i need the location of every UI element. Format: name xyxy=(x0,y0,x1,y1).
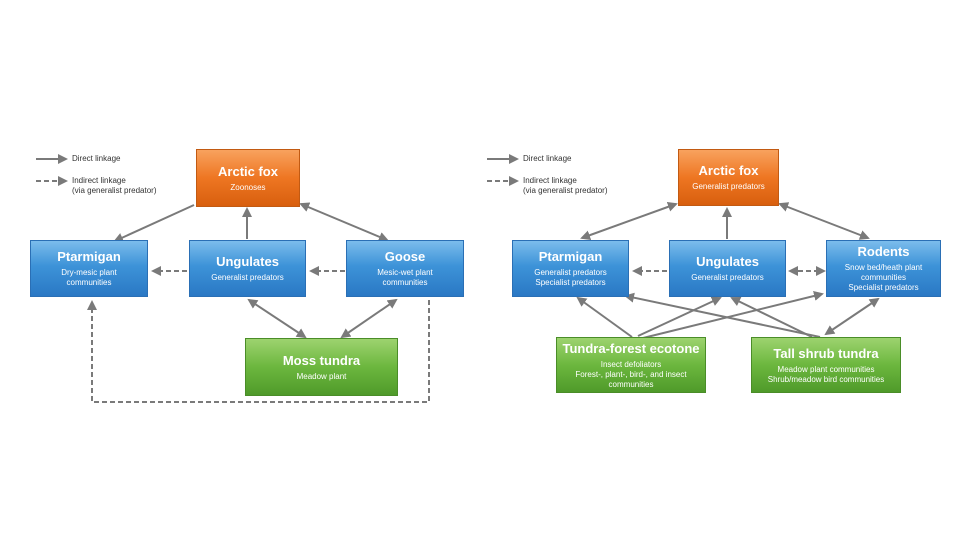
arrow-fox-ptarmigan xyxy=(580,202,678,240)
arrow-shrub-rodents xyxy=(824,297,880,336)
node-subtitle: Dry-mesic plant xyxy=(61,268,117,277)
node-subtitle: Meadow plant xyxy=(296,371,347,381)
arrow-ecotone-to-ptarmigan xyxy=(576,296,633,338)
arrow-goose-moss xyxy=(340,298,398,339)
node-title: Moss tundra xyxy=(282,352,361,368)
legend-direct-label-left: Direct linkage xyxy=(72,154,121,163)
arrow-shrub-to-ungulates xyxy=(730,297,813,338)
node-title: Ptarmigan xyxy=(538,249,603,264)
arrow-fox-rodents xyxy=(778,202,870,240)
node-title: Arctic fox xyxy=(698,163,759,178)
node-tundra-forest-ecotone-right: Tundra-forest ecotone Insect defoliators… xyxy=(556,337,706,393)
node-subtitle: communities xyxy=(382,278,428,287)
node-title: Tundra-forest ecotone xyxy=(562,340,700,356)
node-subtitle: Generalist predators xyxy=(211,273,284,282)
node-title: Ptarmigan xyxy=(57,249,121,264)
node-subtitle: Meadow plant communities xyxy=(777,364,875,374)
node-title: Goose xyxy=(384,249,426,264)
legend-indirect-line2: (via generalist predator) xyxy=(72,186,157,195)
node-subtitle: Snow bed/heath plant xyxy=(844,263,923,272)
node-subtitle: Forest-, plant-, bird-, and insect xyxy=(575,369,687,379)
node-tall-shrub-tundra-right: Tall shrub tundra Meadow plant communiti… xyxy=(751,337,901,393)
node-title: Ungulates xyxy=(696,254,759,269)
node-subtitle: communities xyxy=(608,379,654,389)
node-ungulates-left: Ungulates Generalist predators xyxy=(189,240,306,297)
node-subtitle: Specialist predators xyxy=(848,283,919,292)
legend-direct-label-right: Direct linkage xyxy=(523,154,572,163)
node-subtitle: Insect defoliators xyxy=(600,359,662,369)
legend-indirect-line1: Indirect linkage xyxy=(523,176,577,185)
arrow-fox-to-ptarmigan xyxy=(113,204,195,243)
node-subtitle: Mesic-wet plant xyxy=(377,268,433,277)
arrow-ecotone-to-ungulates xyxy=(637,296,722,337)
node-ptarmigan-right: Ptarmigan Generalist predators Specialis… xyxy=(512,240,629,297)
node-subtitle: Generalist predators xyxy=(691,273,764,282)
legend-indirect-label-right: Indirect linkage (via generalist predato… xyxy=(523,176,607,196)
node-subtitle: communities xyxy=(66,278,112,287)
node-title: Ungulates xyxy=(216,254,279,269)
node-arctic-fox-right: Arctic fox Generalist predators xyxy=(678,149,779,206)
node-subtitle: Generalist predators xyxy=(692,182,765,191)
node-ptarmigan-left: Ptarmigan Dry-mesic plant communities xyxy=(30,240,148,297)
node-goose-left: Goose Mesic-wet plant communities xyxy=(346,240,464,297)
node-subtitle: Shrub/meadow bird communities xyxy=(767,374,885,384)
node-title: Tall shrub tundra xyxy=(773,345,879,361)
arrow-shrub-to-ptarmigan xyxy=(624,292,821,338)
node-subtitle: Specialist predators xyxy=(535,278,606,287)
arrow-ungulates-moss xyxy=(247,298,307,339)
arrow-ecotone-to-rodents xyxy=(642,291,824,339)
node-rodents-right: Rodents Snow bed/heath plant communities… xyxy=(826,240,941,297)
node-arctic-fox-left: Arctic fox Zoonoses xyxy=(196,149,300,207)
arrow-goose-to-ptarmigan-dashed xyxy=(87,300,430,403)
node-subtitle: Zoonoses xyxy=(230,182,266,192)
node-ungulates-right: Ungulates Generalist predators xyxy=(669,240,786,297)
legend-indirect-label-left: Indirect linkage (via generalist predato… xyxy=(72,176,156,196)
arrow-fox-goose xyxy=(299,202,389,242)
legend-indirect-line2: (via generalist predator) xyxy=(523,186,608,195)
node-subtitle: communities xyxy=(861,273,906,282)
node-title: Rodents xyxy=(857,244,910,259)
node-subtitle: Generalist predators xyxy=(534,268,607,277)
node-title: Arctic fox xyxy=(218,163,278,179)
node-moss-tundra-left: Moss tundra Meadow plant xyxy=(245,338,398,396)
legend-indirect-line1: Indirect linkage xyxy=(72,176,126,185)
